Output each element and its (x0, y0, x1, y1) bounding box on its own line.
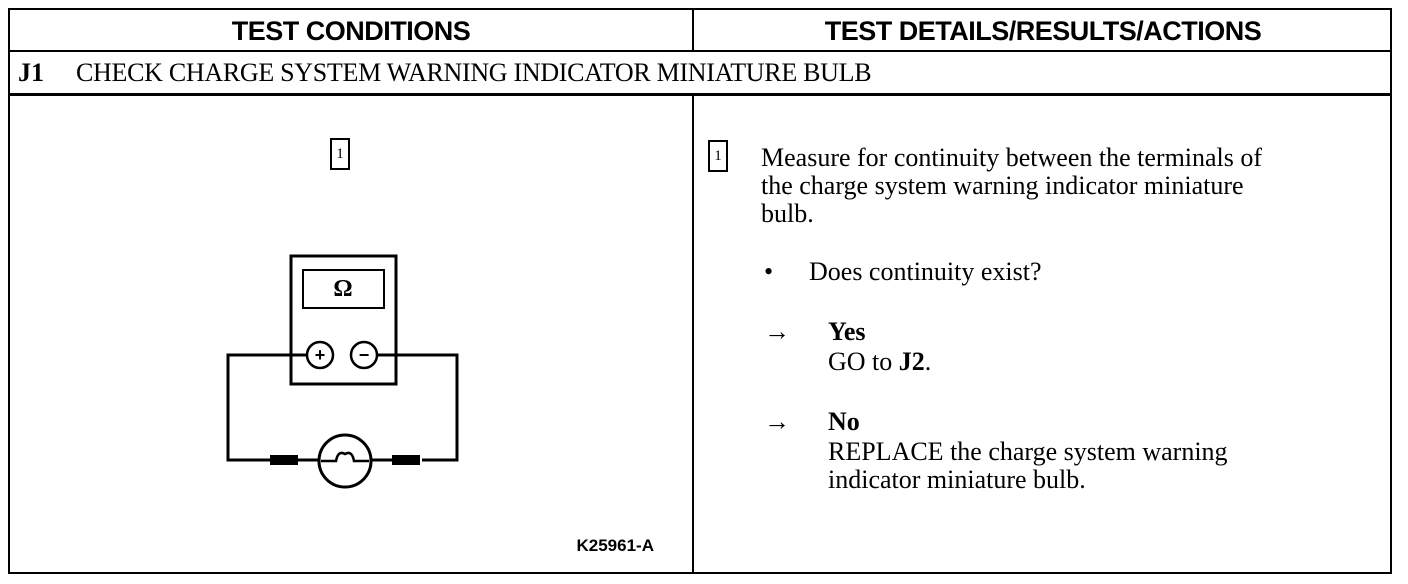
table-header: TEST CONDITIONS TEST DETAILS/RESULTS/ACT… (10, 10, 1390, 52)
step-title: CHECK CHARGE SYSTEM WARNING INDICATOR MI… (76, 58, 872, 87)
no-action-line-2: indicator miniature bulb. (828, 465, 1086, 494)
instruction-line-3: bulb. (761, 199, 814, 228)
ohmmeter-display (302, 269, 385, 309)
right-test-lead (377, 353, 459, 462)
no-action-line-1: REPLACE the charge system warning (828, 437, 1228, 466)
step-id: J1 (18, 58, 44, 87)
left-test-lead (226, 353, 307, 462)
plus-symbol: + (315, 345, 326, 365)
no-arrow-icon: → (764, 407, 790, 436)
test-details-panel: 1 Measure for continuity between the ter… (694, 96, 1392, 574)
figure-id: K25961-A (576, 536, 655, 555)
ohmmeter-circuit-diagram: Ω + − (226, 254, 459, 489)
left-probe-tip (270, 455, 298, 465)
header-test-conditions: TEST CONDITIONS (231, 16, 471, 46)
yes-action-suffix: . (924, 347, 932, 376)
right-probe-tip (392, 455, 420, 465)
yes-action: GO to J2. (828, 348, 931, 376)
details-step-box: 1 (708, 140, 728, 172)
bulb-filament (321, 451, 369, 463)
yes-label: Yes (828, 317, 866, 346)
test-table: TEST CONDITIONS TEST DETAILS/RESULTS/ACT… (8, 8, 1392, 574)
column-divider (692, 96, 694, 574)
yes-action-prefix: GO to (828, 347, 899, 376)
question-text: Does continuity exist? (809, 257, 1042, 286)
header-test-details: TEST DETAILS/RESULTS/ACTIONS (824, 16, 1262, 46)
ohm-symbol: Ω (333, 276, 352, 302)
minus-symbol: − (359, 345, 370, 365)
miniature-bulb-icon (317, 433, 373, 489)
no-label: No (828, 407, 860, 436)
yes-arrow-icon: → (764, 317, 790, 346)
header-divider (692, 10, 694, 50)
question-bullet: • (764, 257, 774, 286)
instruction-line-1: Measure for continuity between the termi… (761, 143, 1263, 172)
instruction-line-2: the charge system warning indicator mini… (761, 171, 1244, 200)
yes-action-target: J2 (898, 347, 925, 376)
test-conditions-panel: 1 Ω + − K25961-A (10, 96, 692, 574)
condition-step-box: 1 (330, 138, 350, 170)
step-title-row: J1 CHECK CHARGE SYSTEM WARNING INDICATOR… (10, 52, 1390, 96)
